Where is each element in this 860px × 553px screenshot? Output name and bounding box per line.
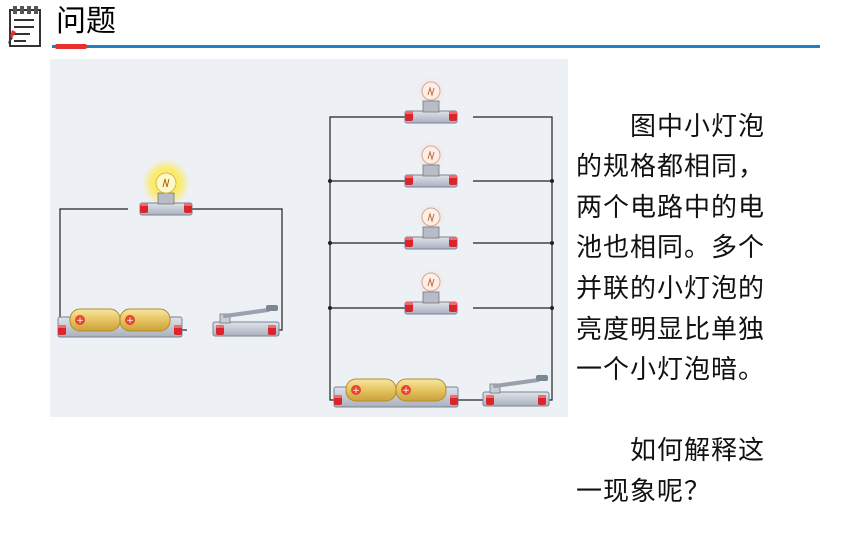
checklist-pencil-icon xyxy=(8,6,41,47)
circuit-figure: + + xyxy=(50,59,568,417)
battery-icon xyxy=(58,309,182,337)
bright-bulb-icon xyxy=(140,159,192,215)
page-title: 问题 xyxy=(56,4,116,39)
dim-bulb-icon xyxy=(405,140,457,187)
header-divider xyxy=(52,45,820,48)
question-paragraph-2: 如何解释这 一现象呢？ xyxy=(576,436,766,507)
question-text: 图中小灯泡 的规格都相同， 两个电路中的电 池也相同。多个 并联的小灯泡的 亮度… xyxy=(576,66,816,553)
battery-icon xyxy=(334,379,458,407)
dim-bulb-icon xyxy=(405,202,457,249)
header-divider-accent xyxy=(55,44,87,49)
dim-bulb-icon xyxy=(405,76,457,123)
dim-bulb-icon xyxy=(405,267,457,314)
question-paragraph-1: 图中小灯泡 的规格都相同， 两个电路中的电 池也相同。多个 并联的小灯泡的 亮度… xyxy=(576,111,766,386)
single-bulb-circuit xyxy=(58,159,283,337)
parallel-bulbs-circuit xyxy=(328,76,554,407)
switch-icon xyxy=(213,305,279,336)
switch-icon xyxy=(483,375,549,406)
